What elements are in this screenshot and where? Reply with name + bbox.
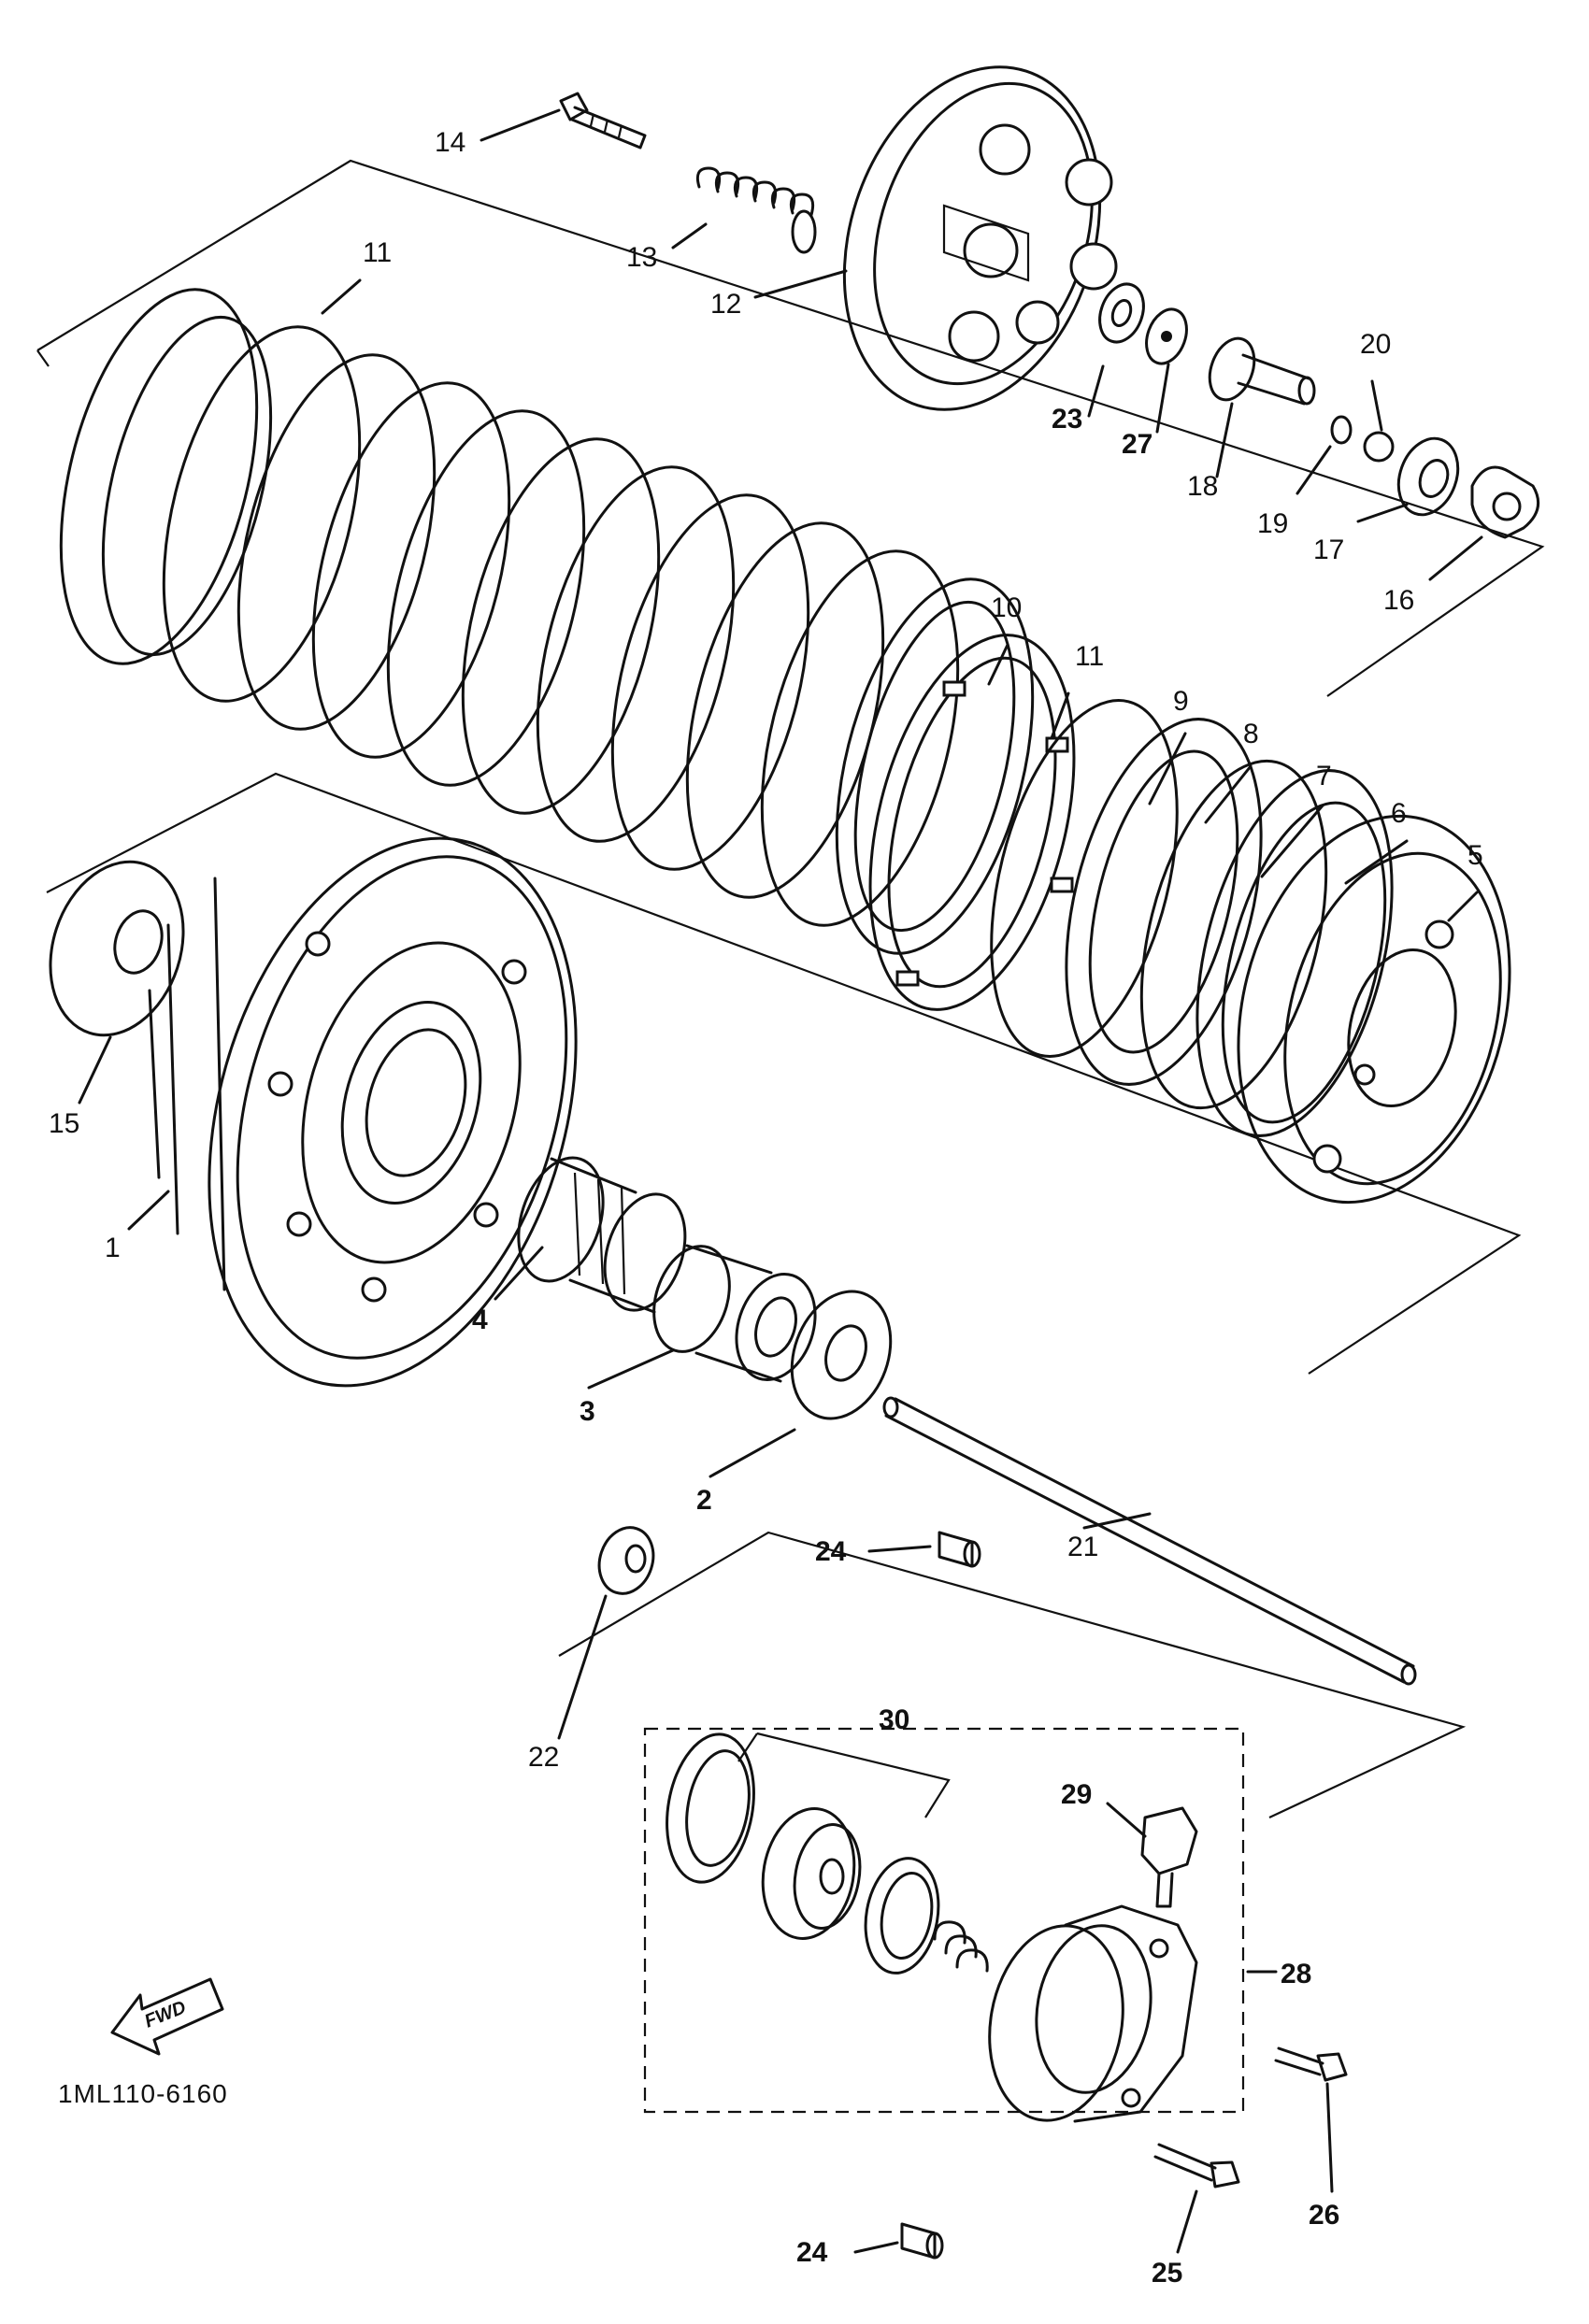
part-12-pressure-plate [842, 65, 1118, 411]
callout-7: 7 [1316, 761, 1332, 791]
part-6-clutch-boss [1195, 769, 1394, 1137]
diagram-code: 1ML110-6160 [58, 2079, 228, 2108]
callout-27: 27 [1122, 429, 1152, 460]
part-19-ball [1330, 415, 1353, 445]
part-25-bolt [1153, 2143, 1240, 2189]
part-21-push-rod [882, 1396, 1417, 1686]
callout-10: 10 [991, 592, 1022, 623]
lower-panel-outline [558, 1531, 1467, 1818]
callout-29: 29 [1061, 1779, 1092, 1810]
callout-16: 16 [1383, 585, 1414, 616]
part-17-bearing [1396, 436, 1460, 517]
part-8-plate [1065, 718, 1263, 1086]
part-20-ball [1363, 431, 1395, 463]
part-5-pressure-plate [1237, 814, 1511, 1205]
callout-6: 6 [1391, 798, 1407, 829]
part-2-washer [790, 1290, 893, 1420]
callout-14: 14 [435, 127, 465, 158]
callout-8: 8 [1243, 719, 1259, 749]
callout-13: 13 [626, 242, 657, 273]
fwd-direction-arrow: FWD [110, 1977, 224, 2056]
callout-12: 12 [710, 289, 741, 320]
callout-11-top: 11 [363, 237, 392, 268]
part-24-dowel-pin-upper [938, 1531, 981, 1568]
part-27-lock-washer [1145, 307, 1188, 365]
part-7-seat-plate [1139, 759, 1328, 1110]
part-29-bleed-screw [1140, 1806, 1198, 1908]
callout-24-lower: 24 [796, 2237, 828, 2268]
callout-9: 9 [1173, 686, 1189, 717]
part-23-washer [1098, 282, 1145, 344]
callout-19: 19 [1257, 508, 1288, 539]
upper-plate-panel-outline [36, 159, 1545, 697]
callout-17: 17 [1313, 535, 1344, 565]
callout-26: 26 [1309, 2200, 1339, 2231]
callout-4: 4 [472, 1305, 488, 1335]
callout-30: 30 [879, 1704, 909, 1735]
part-15-thrust-washer [49, 860, 185, 1037]
callout-5: 5 [1467, 840, 1483, 871]
part-13-spring [695, 166, 817, 254]
part-30-piston-kit [666, 1732, 989, 1975]
part-14-bolt [559, 92, 647, 150]
callout-25: 25 [1152, 2258, 1182, 2288]
part-1-clutch-housing [148, 836, 578, 1388]
callout-15: 15 [49, 1108, 79, 1139]
callout-20: 20 [1360, 329, 1391, 360]
part-26-bolt [1274, 2046, 1348, 2082]
part-24-dowel-pin-lower [900, 2222, 944, 2260]
part-4-needle-bearing [517, 1156, 687, 1314]
callout-22: 22 [528, 1742, 559, 1773]
callout-1: 1 [105, 1233, 121, 1263]
part-18-push-rod [1208, 336, 1316, 406]
callout-2: 2 [696, 1485, 712, 1516]
callout-3: 3 [580, 1396, 595, 1427]
part-9-wire-circlip [990, 699, 1179, 1058]
part-28-release-cylinder [988, 1904, 1198, 2123]
callout-28: 28 [1281, 1959, 1311, 1989]
part-10-friction-plate [868, 634, 1076, 1011]
leader-lines [78, 108, 1483, 2254]
callout-11-mid: 11 [1075, 641, 1104, 672]
part-3-spacer [652, 1244, 817, 1383]
part-22-oil-seal [597, 1526, 655, 1595]
clutch-plate-stack [59, 288, 1035, 955]
callout-23: 23 [1052, 404, 1082, 435]
release-cylinder-dashed-box [643, 1727, 1245, 2114]
callout-18: 18 [1187, 471, 1218, 502]
callout-labels: 14 13 12 11 23 27 18 20 19 17 16 10 11 9… [49, 127, 1483, 2288]
callout-21: 21 [1067, 1532, 1098, 1562]
part-16-push-rod-end [1470, 465, 1540, 539]
callout-24-upper: 24 [815, 1536, 847, 1567]
middle-panel-outline [46, 772, 1522, 1375]
